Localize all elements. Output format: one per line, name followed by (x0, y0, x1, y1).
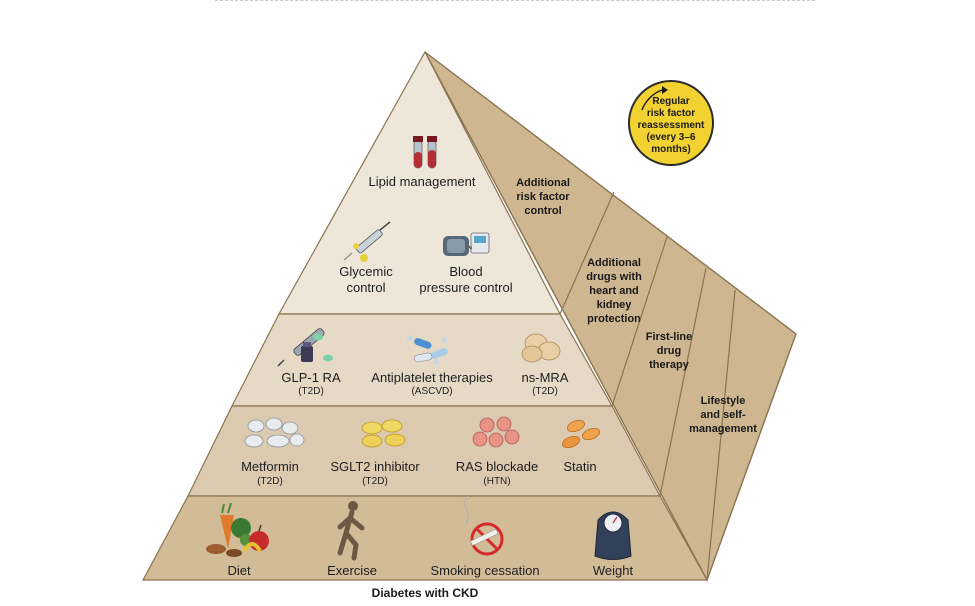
side-label-first-line: First-line drug therapy (645, 331, 693, 371)
orange-tablets-icon (561, 419, 601, 449)
side-divider-3 (659, 267, 707, 497)
side-label-lifestyle: Lifestyle and self- management (689, 395, 757, 435)
pyramid-side-face (424, 51, 797, 582)
glycemic-control-label: Glycemic control (339, 264, 393, 295)
syringe-icon (343, 221, 391, 262)
reassessment-text: Regular risk factor reassessment (every … (637, 96, 705, 155)
sglt2-label: SGLT2 inhibitor (330, 459, 420, 474)
round-tablets-icon (521, 333, 561, 363)
ras-blockade-label: RAS blockade (455, 459, 539, 474)
side-divider-2 (611, 236, 668, 407)
reassessment-badge: Regular risk factor reassessment (every … (628, 80, 714, 166)
weight-label: Weight (592, 563, 634, 578)
injection-pen-icon (277, 328, 333, 367)
diagram-caption: Diabetes with CKD (371, 586, 479, 600)
ns-mra-sub: (T2D) (532, 386, 558, 397)
white-tablets-icon (244, 417, 305, 448)
no-smoking-icon (463, 495, 504, 556)
tier-lifestyle (141, 495, 709, 581)
blood-tubes-icon (413, 136, 437, 169)
smoking-cessation-label: Smoking cessation (430, 563, 540, 578)
antiplatelet-sub: (ASCVD) (411, 386, 453, 397)
blood-pressure-monitor-icon (443, 232, 490, 256)
diet-label: Diet (227, 563, 251, 578)
scale-icon (594, 511, 632, 560)
runner-icon (337, 501, 365, 561)
side-divider-1 (559, 191, 615, 315)
pink-tablets-icon (472, 416, 520, 448)
statin-label: Statin (563, 459, 597, 474)
antiplatelet-label: Antiplatelet therapies (371, 370, 493, 385)
exercise-label: Exercise (327, 563, 377, 578)
ras-blockade-sub: (HTN) (483, 476, 511, 487)
cycle-arrow-icon (641, 86, 668, 111)
yellow-tablets-icon (361, 419, 406, 448)
capsules-icon (407, 335, 448, 365)
blood-pressure-control-label: Blood pressure control (419, 264, 513, 295)
sglt2-sub: (T2D) (362, 476, 388, 487)
glp1-ra-label: GLP-1 RA (281, 370, 341, 385)
side-label-additional-drugs: Additional drugs with heart and kidney p… (586, 257, 642, 325)
glp1-ra-sub: (T2D) (298, 386, 324, 397)
metformin-sub: (T2D) (257, 476, 283, 487)
ns-mra-label: ns-MRA (521, 370, 569, 385)
lipid-management-label: Lipid management (368, 174, 476, 189)
top-border-line (215, 0, 815, 5)
side-divider-4 (706, 289, 736, 581)
metformin-label: Metformin (241, 459, 299, 474)
vegetables-icon (206, 502, 269, 557)
side-label-additional-risk: Additional risk factor control (516, 177, 570, 217)
